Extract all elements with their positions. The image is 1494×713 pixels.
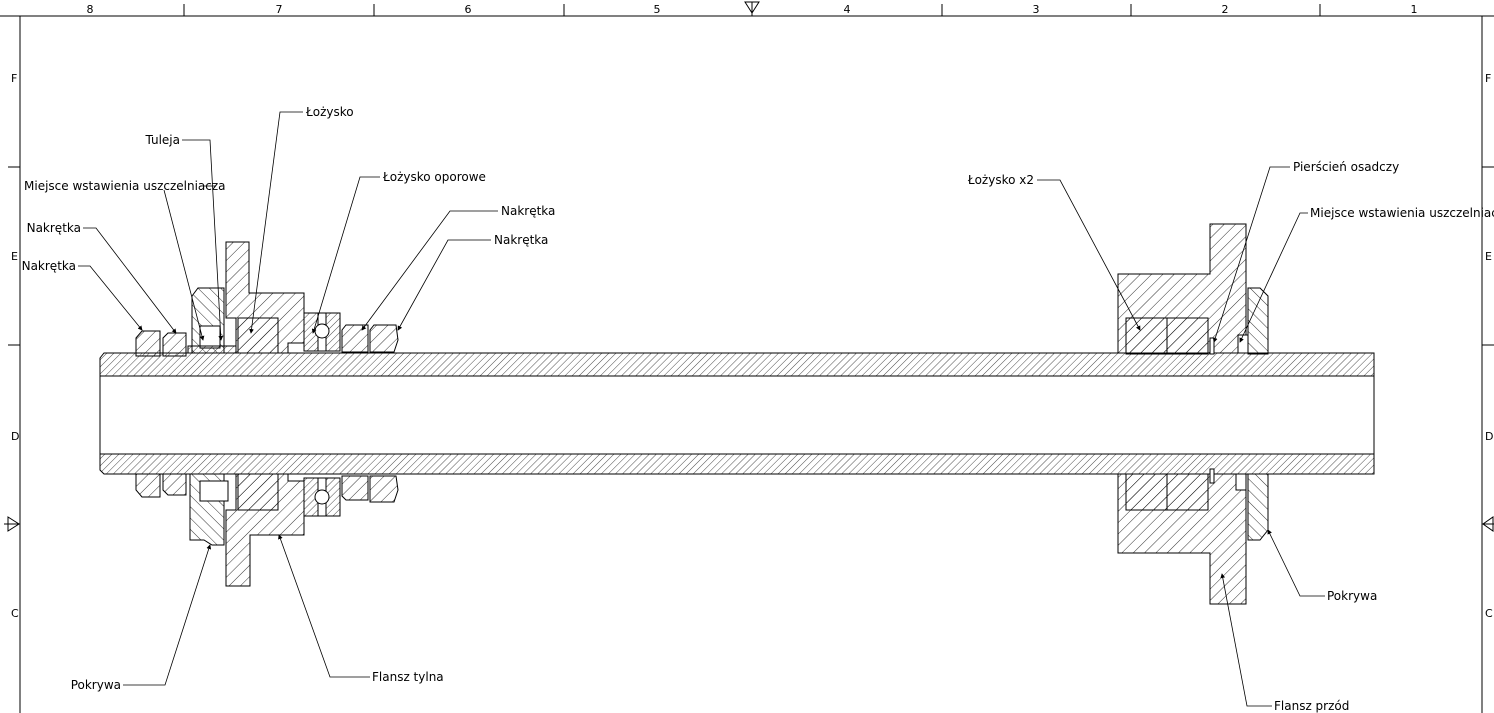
nut-right-a — [341, 324, 369, 353]
column-label-7: 7 — [276, 3, 283, 16]
nut-right-b — [369, 324, 399, 353]
cover-right-top — [1247, 287, 1269, 355]
label-pierscien-osadczy: Pierścień osadczy — [1293, 160, 1399, 174]
column-label-6: 6 — [465, 3, 472, 16]
cover-right-bottom — [1247, 473, 1269, 541]
right-assembly-bottom — [1117, 468, 1269, 605]
column-label-4: 4 — [844, 3, 851, 16]
column-label-3: 3 — [1033, 3, 1040, 16]
label-pokrywa-left: Pokrywa — [71, 678, 121, 692]
nut-left-outer — [135, 330, 161, 357]
label-nakretka-4: Nakrętka — [22, 259, 76, 273]
label-tuleja: Tuleja — [144, 133, 180, 147]
right-assembly-top — [1117, 223, 1269, 355]
nut-left-inner — [162, 332, 187, 357]
column-label-1: 1 — [1411, 3, 1418, 16]
shaft — [99, 352, 1375, 475]
row-label-c-left: C — [11, 607, 19, 620]
label-lozysko-x2: Łożysko x2 — [967, 173, 1034, 187]
row-label-f-right: F — [1485, 72, 1491, 85]
label-nakretka-1: Nakrętka — [501, 204, 555, 218]
column-label-8: 8 — [87, 3, 94, 16]
column-label-5: 5 — [654, 3, 661, 16]
bearing-left-top — [237, 317, 279, 354]
label-flansz-tylna: Flansz tylna — [372, 670, 444, 684]
label-lozysko-oporowe: Łożysko oporowe — [382, 170, 486, 184]
label-lozysko: Łożysko — [305, 105, 354, 119]
row-label-e-left: E — [11, 250, 18, 263]
label-pokrywa-right: Pokrywa — [1327, 589, 1377, 603]
label-nakretka-3: Nakrętka — [27, 221, 81, 235]
label-miejsce-uszczelniacza-left: Miejsce wstawienia uszczelniacza — [24, 179, 226, 193]
row-label-c-right: C — [1485, 607, 1493, 620]
left-assembly-top — [135, 241, 399, 357]
row-label-d-left: D — [11, 430, 19, 443]
leaders — [78, 111, 1325, 707]
row-label-d-right: D — [1485, 430, 1493, 443]
row-label-e-right: E — [1485, 250, 1492, 263]
label-miejsce-uszczelniacza-right: Miejsce wstawienia uszczelniacza — [1310, 206, 1494, 220]
sleeve — [187, 345, 237, 354]
left-assembly-bottom — [135, 473, 399, 587]
label-nakretka-2: Nakrętka — [494, 233, 548, 247]
column-label-2: 2 — [1222, 3, 1229, 16]
row-label-f-left: F — [11, 72, 17, 85]
label-flansz-przod: Flansz przód — [1274, 699, 1349, 713]
